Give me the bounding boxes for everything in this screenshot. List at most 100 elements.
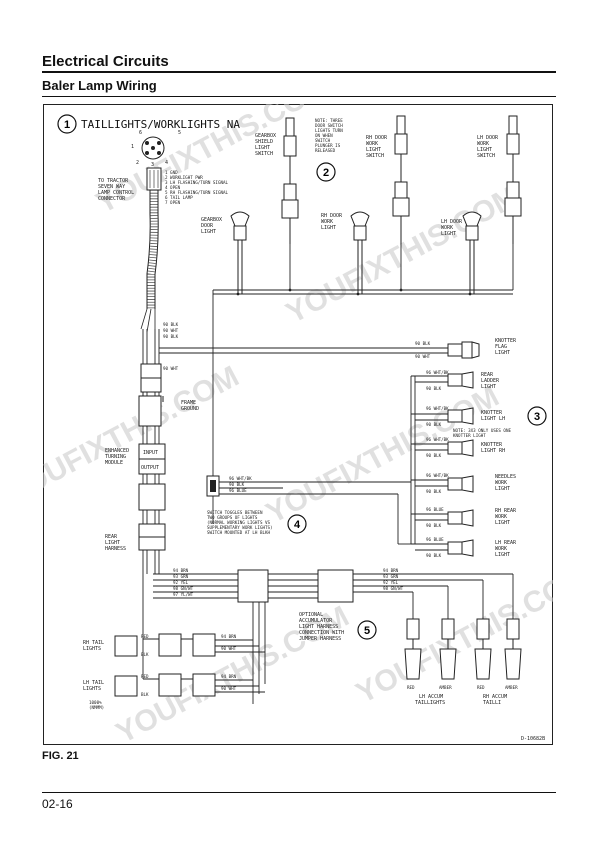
- svg-text:NOTE: 3X3 ONLY USES ONE: NOTE: 3X3 ONLY USES ONE: [453, 428, 511, 433]
- svg-text:WORK: WORK: [441, 225, 453, 231]
- svg-text:SWITCH: SWITCH: [477, 153, 495, 159]
- svg-text:FRAME: FRAME: [181, 400, 196, 406]
- svg-text:94 BRN: 94 BRN: [173, 568, 189, 573]
- svg-text:LADDER: LADDER: [481, 378, 500, 384]
- svg-text:REAR: REAR: [481, 372, 494, 378]
- svg-text:RED: RED: [477, 685, 485, 690]
- svg-text:LIGHT: LIGHT: [481, 384, 496, 390]
- wire-label: 90 BLK: [415, 341, 431, 346]
- svg-text:ACCUMULATOR: ACCUMULATOR: [299, 618, 333, 624]
- needles-work-light: 96 WHT/BK 90 BLK NEEDLES WORK LIGHT: [426, 473, 516, 494]
- svg-text:LIGHT LH: LIGHT LH: [481, 416, 505, 422]
- svg-text:SWITCH: SWITCH: [255, 151, 273, 157]
- svg-text:TAILLI: TAILLI: [483, 700, 501, 706]
- svg-text:LIGHT: LIGHT: [477, 147, 492, 153]
- svg-text:ON WHEN: ON WHEN: [315, 133, 333, 138]
- svg-text:RH DOOR: RH DOOR: [366, 135, 388, 141]
- pin-label: 3: [151, 162, 154, 168]
- ground-connector: [138, 395, 162, 427]
- callout-1: 1: [64, 119, 70, 131]
- svg-text:HARNESS: HARNESS: [105, 546, 126, 552]
- optional-harness-label: OPTIONAL ACCUMULATOR LIGHT HARNESS CONNE…: [299, 612, 344, 642]
- lh-door-switch: LH DOOR WORK LIGHT SWITCH: [477, 115, 522, 244]
- diagram-title: TAILLIGHTS/WORKLIGHTS NA: [81, 118, 240, 131]
- svg-text:92 YEL: 92 YEL: [173, 580, 189, 585]
- accum-taillights: RED AMBER RED AMBER LH ACCUM TAILLIGHTS …: [404, 618, 522, 706]
- diagram-frame: [43, 104, 553, 745]
- figure-label: FIG. 21: [42, 750, 79, 762]
- gearbox-shield-switch: GEARBOX SHIELD LIGHT SWITCH: [255, 117, 299, 244]
- door-switch-note: NOTE: THREE DOOR SWITCH LIGHTS TURN ON W…: [315, 118, 343, 153]
- svg-text:LIGHT: LIGHT: [495, 350, 510, 356]
- svg-text:94 BRN: 94 BRN: [383, 568, 399, 573]
- svg-text:LH REAR: LH REAR: [495, 540, 517, 546]
- svg-text:90 BLK: 90 BLK: [229, 482, 245, 487]
- pin-label: 6: [139, 130, 142, 136]
- jumper-harness-plug: [317, 569, 354, 603]
- svg-text:LIGHT: LIGHT: [321, 225, 336, 231]
- seven-way-connector-face: [141, 136, 165, 160]
- svg-text:4 OPEN: 4 OPEN: [165, 185, 181, 190]
- svg-text:90 BLK: 90 BLK: [163, 334, 179, 339]
- svg-text:JUMPER HARNESS: JUMPER HARNESS: [299, 636, 341, 642]
- svg-text:1 GND: 1 GND: [165, 170, 178, 175]
- svg-text:NOTE: THREE: NOTE: THREE: [315, 118, 343, 123]
- knotter-flag-light: KNOTTER FLAG LIGHT: [447, 338, 517, 359]
- svg-text:RH TAIL: RH TAIL: [83, 640, 104, 646]
- svg-text:2 WORKLIGHT PWR: 2 WORKLIGHT PWR: [165, 175, 203, 180]
- svg-text:LIGHT: LIGHT: [201, 229, 216, 235]
- svg-text:93 GRN: 93 GRN: [173, 574, 189, 579]
- svg-text:RED: RED: [407, 685, 415, 690]
- svg-text:90 BLK: 90 BLK: [426, 489, 442, 494]
- svg-text:SUPPLEMENTARY WORK LIGHTS): SUPPLEMENTARY WORK LIGHTS): [207, 525, 273, 530]
- svg-text:LIGHT: LIGHT: [255, 145, 270, 151]
- svg-text:AMBER: AMBER: [439, 685, 452, 690]
- section-title: Electrical Circuits: [42, 53, 169, 70]
- svg-text:(NORMAL WORKING LIGHTS VS: (NORMAL WORKING LIGHTS VS: [207, 520, 271, 525]
- switch-toggle-note: SWITCH TOGGLES BETWEEN TWO GROUPS OF LIG…: [207, 510, 273, 535]
- knotter-flag-branch: [159, 347, 448, 354]
- svg-text:SWITCH: SWITCH: [366, 153, 384, 159]
- header-rule: [42, 71, 556, 73]
- taillight-bus: [153, 573, 514, 619]
- subheader-rule: [42, 96, 556, 97]
- svg-text:93 GRN: 93 GRN: [383, 574, 399, 579]
- rear-light-harness-connector: REAR LIGHT HARNESS: [105, 523, 166, 552]
- svg-text:WORK: WORK: [366, 141, 378, 147]
- svg-text:90 BLK: 90 BLK: [426, 422, 442, 427]
- svg-text:1000%: 1000%: [89, 700, 102, 705]
- knotter-light-lh: 96 WHT/BK 90 BLK KNOTTER LIGHT LH NOTE: …: [426, 406, 511, 438]
- svg-text:PLUNGER IS: PLUNGER IS: [315, 143, 341, 148]
- svg-text:FLAG: FLAG: [495, 344, 507, 350]
- svg-text:WORK: WORK: [321, 219, 333, 225]
- taillight-wire-labels: 94 BRN 93 GRN 92 YEL 98 GN/WT 97 YL/WT 9…: [173, 568, 404, 597]
- svg-text:RH REAR: RH REAR: [495, 508, 517, 514]
- svg-text:KNOTTER: KNOTTER: [495, 338, 517, 344]
- work-light-toggle-switch: 96 WHT/BK 90 BLK 96 BLUE: [206, 475, 411, 545]
- tail-light-feed: [142, 574, 266, 704]
- svg-text:GROUND: GROUND: [181, 406, 199, 412]
- svg-text:SWITCH: SWITCH: [315, 138, 331, 143]
- svg-text:SEVEN WAY: SEVEN WAY: [98, 184, 125, 190]
- rear-harness-plug: [237, 569, 269, 603]
- svg-text:90 WHT: 90 WHT: [163, 328, 179, 333]
- pin-legend: 1 GND 2 WORKLIGHT PWR 3 LH FLASHING/TURN…: [165, 170, 229, 205]
- svg-text:90 BLK: 90 BLK: [426, 386, 442, 391]
- svg-text:GEARBOX: GEARBOX: [201, 217, 222, 223]
- svg-text:LIGHT: LIGHT: [495, 486, 510, 492]
- svg-text:7 OPEN: 7 OPEN: [165, 200, 181, 205]
- callout-2: 2: [323, 167, 329, 179]
- module-connector: [138, 483, 166, 511]
- svg-text:LIGHT RH: LIGHT RH: [481, 448, 505, 454]
- callout-circle: [57, 114, 77, 134]
- svg-text:RED: RED: [141, 634, 149, 639]
- svg-text:WORK: WORK: [477, 141, 489, 147]
- drawing-number: D-10682B: [521, 736, 545, 742]
- rh-rear-work-light: 96 BLUE 90 BLK RH REAR WORK LIGHT: [426, 507, 517, 528]
- svg-text:96 WHT/BK: 96 WHT/BK: [426, 473, 449, 478]
- svg-text:INPUT: INPUT: [143, 450, 158, 456]
- svg-text:TO TRACTOR: TO TRACTOR: [98, 178, 129, 184]
- svg-text:96 BLUE: 96 BLUE: [426, 507, 444, 512]
- svg-text:90 BLK: 90 BLK: [163, 322, 179, 327]
- callout-circle: [357, 620, 377, 640]
